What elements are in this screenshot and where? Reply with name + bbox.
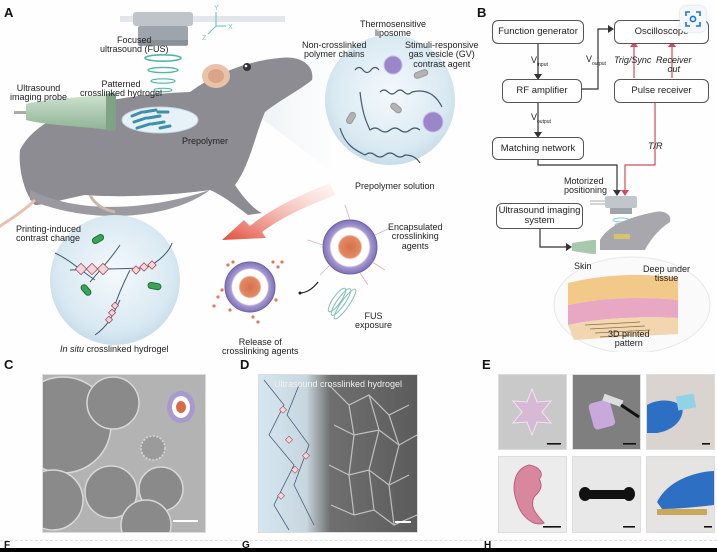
label-probe: Ultrasound imaging probe bbox=[10, 83, 68, 103]
panel-label-a: A bbox=[4, 5, 14, 20]
label-receiver-out: Receiver out bbox=[656, 55, 692, 75]
process-arrow bbox=[222, 183, 335, 240]
gv-contrast-agents bbox=[80, 234, 162, 296]
label-v-output-2: Voutput bbox=[531, 112, 551, 125]
xyz-axes-icon bbox=[207, 12, 226, 35]
screen-search-icon bbox=[685, 11, 701, 27]
polymer-chains bbox=[339, 66, 443, 164]
patterned-hydrogel bbox=[130, 108, 172, 130]
screen-search-button[interactable] bbox=[680, 6, 706, 32]
label-trig-sync: Trig/Sync bbox=[614, 55, 652, 65]
panel-d-caption: Ultrasound crosslinked hydrogel bbox=[273, 379, 403, 389]
ultrasound-waves bbox=[144, 53, 182, 93]
box-imaging-system: Ultrasound imaging system bbox=[496, 203, 583, 229]
photo-hydrogel-tweezers bbox=[572, 374, 641, 450]
panel-label-f: F bbox=[4, 540, 11, 551]
panel-b-connectors bbox=[534, 25, 711, 352]
label-v-output: Voutput bbox=[586, 54, 606, 67]
axis-z: Z bbox=[202, 35, 207, 42]
box-matching-network: Matching network bbox=[492, 137, 584, 160]
photo-star-hydrogel bbox=[498, 374, 567, 450]
fus-transducer bbox=[133, 12, 193, 46]
mouse-small bbox=[600, 211, 671, 250]
label-release: Release of crosslinking agents bbox=[222, 337, 299, 357]
bottom-edge bbox=[0, 548, 717, 552]
label-fus-exposure: FUS exposure bbox=[355, 311, 393, 331]
axis-x: X bbox=[228, 24, 233, 31]
label-gas-vesicle: Stimuli-responsive gas vesicle (GV) cont… bbox=[405, 40, 479, 69]
panel-label-g: G bbox=[242, 540, 250, 551]
panel-label-h: H bbox=[484, 540, 492, 551]
label-prepolymer-solution: Prepolymer solution bbox=[355, 181, 435, 191]
box-rf-amplifier: RF amplifier bbox=[502, 79, 582, 103]
mouse-illustration bbox=[0, 57, 313, 229]
label-3d-pattern: 3D printed pattern bbox=[608, 329, 650, 349]
label-deep-tissue: Deep under tissue bbox=[643, 264, 691, 284]
scale-bar bbox=[395, 521, 411, 523]
probe-small bbox=[572, 240, 596, 254]
thermosensitive-liposomes bbox=[383, 55, 444, 133]
panel-d-sem-image: Ultrasound crosslinked hydrogel bbox=[258, 374, 418, 533]
crosslink-nodes bbox=[74, 260, 157, 324]
scale-bar bbox=[173, 520, 198, 522]
panel-a-illustration: Y X Z bbox=[0, 5, 455, 345]
photo-ear-hydrogel bbox=[498, 456, 567, 533]
label-hydrogel: Patterned crosslinked hydrogel bbox=[80, 79, 163, 99]
crosslinked-chains bbox=[54, 242, 173, 336]
fus-exposure-waves bbox=[327, 287, 357, 320]
label-insitu-hydrogel: In situ crosslinked hydrogel bbox=[60, 344, 169, 354]
panel-c-micrograph bbox=[42, 374, 206, 533]
label-thermosensitive: Thermosensitive liposome bbox=[360, 19, 427, 39]
label-v-input: Vinput bbox=[531, 55, 548, 68]
ultrasound-probe bbox=[14, 93, 116, 131]
box-pulse-receiver: Pulse receiver bbox=[614, 79, 709, 103]
photo-glove-printed-pattern bbox=[646, 456, 715, 533]
label-encapsulated: Encapsulated crosslinking agents bbox=[388, 222, 443, 251]
photo-dogbone-hydrogel bbox=[572, 456, 641, 533]
label-contrast-change: Printing-induced contrast change bbox=[16, 224, 82, 244]
label-noncrosslinked: Non-crosslinked polymer chains bbox=[302, 40, 367, 60]
label-prepolymer: Prepolymer bbox=[182, 136, 229, 146]
axis-y: Y bbox=[214, 5, 219, 12]
in-situ-hydrogel-bubble bbox=[50, 215, 180, 345]
panel-label-e: E bbox=[482, 357, 491, 372]
photo-glove-patch bbox=[646, 374, 715, 450]
released-liposome bbox=[212, 260, 284, 324]
label-fus: Focused ultrasound (FUS) bbox=[100, 35, 169, 55]
box-function-generator: Function generator bbox=[492, 20, 584, 44]
label-tr: T/R bbox=[648, 141, 663, 151]
gas-vesicles bbox=[346, 69, 429, 125]
row-separator bbox=[0, 540, 717, 541]
panel-label-b: B bbox=[477, 5, 487, 20]
tissue-cross-section bbox=[568, 274, 678, 340]
label-motorized: Motorized positioning bbox=[564, 176, 608, 196]
panel-label-d: D bbox=[240, 357, 250, 372]
label-skin: Skin bbox=[574, 261, 592, 271]
panel-label-c: C bbox=[4, 357, 14, 372]
fus-rail bbox=[120, 16, 285, 22]
encapsulated-liposome bbox=[307, 204, 391, 286]
